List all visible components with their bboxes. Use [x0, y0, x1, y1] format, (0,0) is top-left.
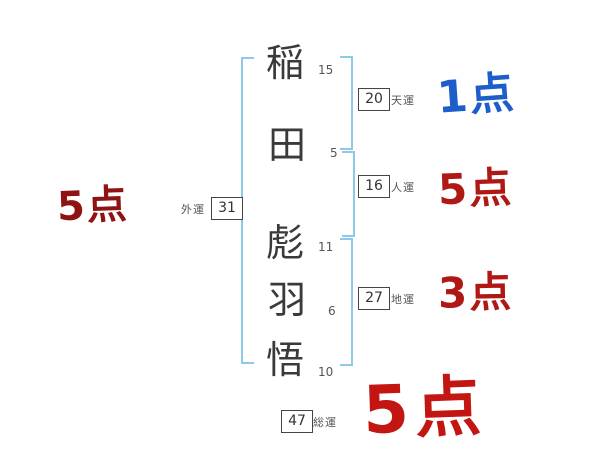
souun-score: 5点	[361, 367, 489, 450]
chiun-label: 地運	[391, 293, 415, 306]
tenun-label: 天運	[391, 94, 415, 107]
stroke-count-5: 10	[318, 365, 334, 379]
stroke-count-1: 15	[318, 63, 334, 77]
jinun-value-box: 16	[358, 175, 390, 199]
name-char-1: 稲	[266, 41, 305, 85]
jinun-label: 人運	[391, 181, 415, 194]
gaiun-label: 外運	[181, 203, 205, 216]
jinun-score: 5点	[437, 162, 515, 215]
gaiun-score: 5点	[56, 181, 130, 231]
souun-label: 総運	[313, 416, 337, 429]
stroke-count-4: 6	[328, 304, 336, 318]
stroke-count-3: 11	[318, 240, 334, 254]
tenun-value-box: 20	[358, 88, 390, 112]
name-char-5: 悟	[266, 338, 305, 382]
souun-value-box: 47	[281, 410, 313, 434]
name-char-2: 田	[268, 123, 307, 167]
stroke-count-2: 5	[330, 146, 338, 160]
bracket-chiun	[340, 238, 353, 366]
tenun-score: 1点	[435, 67, 518, 124]
gaiun-value-box: 31	[211, 197, 243, 221]
bracket-jinun	[342, 151, 355, 237]
name-char-4: 羽	[268, 278, 307, 322]
chiun-score: 3点	[437, 267, 514, 318]
bracket-tenun	[340, 56, 353, 150]
chiun-value-box: 27	[358, 287, 390, 311]
name-char-3: 彪	[266, 221, 305, 265]
